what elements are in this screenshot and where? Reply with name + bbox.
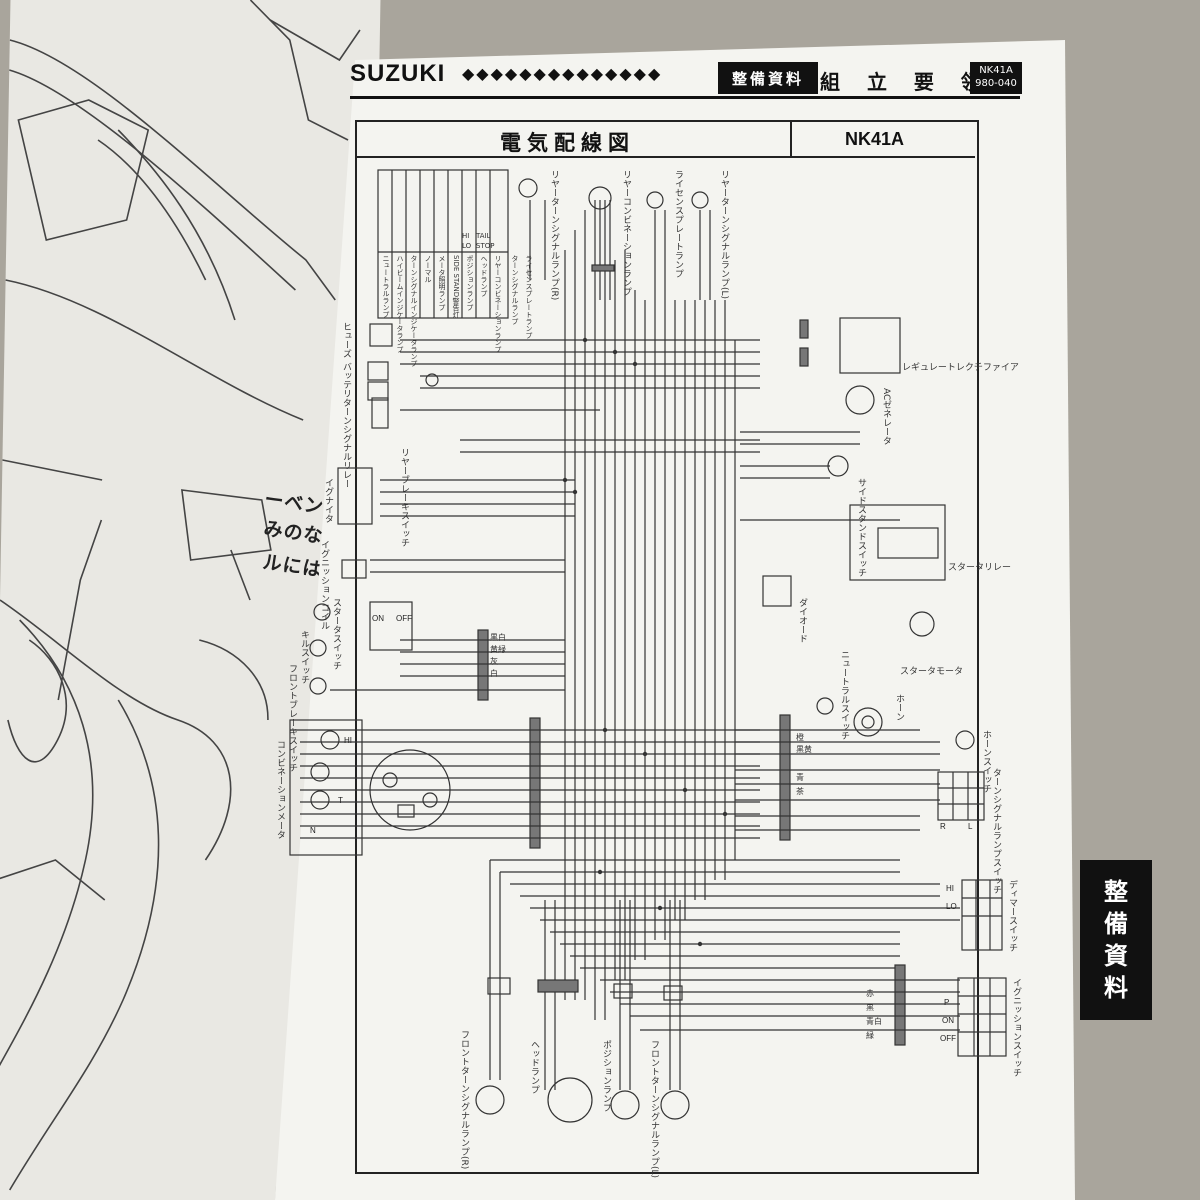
dimmer-hi-label: HI bbox=[946, 884, 954, 893]
ign-off-label: OFF bbox=[940, 1034, 956, 1043]
diagram-title: 電気配線図 bbox=[500, 131, 635, 155]
label-combination-meter: コンビネーションメータ bbox=[275, 740, 285, 839]
wire-color-label: 緑 bbox=[866, 1031, 874, 1040]
section-side-tab: 整 備 資 料 bbox=[1080, 860, 1152, 1020]
title-divider bbox=[790, 120, 792, 156]
label-dimmer-switch: ディマースイッチ bbox=[1007, 880, 1017, 952]
label-ignition-coil: イグニッションコイル bbox=[319, 540, 329, 630]
label-rear-turn-r: リヤーターンシグナルランプ(R) bbox=[549, 170, 559, 301]
wire-color-label: 黒 bbox=[866, 1003, 874, 1012]
wire-color-label: 黒黄 bbox=[796, 745, 812, 754]
label-turn-switch: ターンシグナルランプスイッチ bbox=[991, 768, 1001, 894]
section-title: 組 立 要 領 bbox=[820, 70, 991, 94]
label-side-stand-switch: サイドスタンドスイッチ bbox=[856, 478, 866, 577]
turn-r-label: R bbox=[940, 822, 946, 831]
legend-row: ヘッドランプ bbox=[480, 255, 488, 297]
legend-row: ハイビームインジケータランプ bbox=[396, 255, 404, 353]
legend-spec-stop: STOP bbox=[476, 242, 495, 250]
meter-hi-label: HI bbox=[344, 736, 352, 745]
kill-off-label: OFF bbox=[396, 614, 412, 623]
meter-n-label: N bbox=[310, 826, 316, 835]
wire-color-label: 赤 bbox=[866, 989, 874, 998]
label-turn-relay: ターンシグナルリレー bbox=[341, 398, 351, 488]
label-rear-combination: リヤーコンビネーションランプ bbox=[621, 170, 631, 296]
doc-number: 980-040 bbox=[975, 78, 1017, 89]
side-tab-char: 備 bbox=[1104, 910, 1128, 938]
label-igniter: イグナイタ bbox=[323, 478, 333, 523]
label-neutral-switch: ニュートラルスイッチ bbox=[839, 650, 849, 740]
legend-row: ニュートラルランプ bbox=[382, 255, 390, 318]
side-tab-char: 整 bbox=[1104, 878, 1128, 906]
label-license-lamp: ライセンスプレートランプ bbox=[673, 170, 683, 278]
kill-on-label: ON bbox=[372, 614, 384, 623]
header-diamonds: ◆◆◆◆◆◆◆◆◆◆◆◆◆◆ bbox=[462, 64, 663, 83]
label-rear-turn-l: リヤーターンシグナルランプ(L) bbox=[719, 170, 729, 300]
legend-table bbox=[377, 169, 509, 319]
label-starter-relay: スタータリレー bbox=[948, 563, 1012, 573]
label-battery: バッテリ bbox=[341, 362, 351, 398]
legend-row: ポジションランプ bbox=[466, 255, 474, 311]
diagram-frame bbox=[355, 120, 979, 1174]
legend-spec-tail: TAIL bbox=[476, 232, 491, 240]
wire-color-label: 茶 bbox=[796, 787, 804, 796]
previous-page: ーベントホースの先端 みのないようにタン ルにはさむ bbox=[0, 0, 463, 1200]
label-kill-switch: キルスイッチ bbox=[299, 630, 309, 684]
model-code-box: NK41A 980-040 bbox=[970, 62, 1022, 94]
meter-t-label: T bbox=[338, 796, 343, 805]
ign-on-label: ON bbox=[942, 1016, 954, 1025]
assembly-illustration bbox=[0, 0, 361, 1191]
side-tab-char: 料 bbox=[1104, 974, 1128, 1002]
label-rear-brake-switch: リヤーブレーキスイッチ bbox=[399, 448, 409, 547]
legend-spec-hi: HI bbox=[462, 232, 470, 240]
turn-l-label: L bbox=[968, 822, 973, 831]
label-ac-generator: ACゼネレータ bbox=[881, 388, 891, 446]
section-label: 整備資料 bbox=[718, 62, 818, 94]
diagram-title-row bbox=[355, 120, 975, 158]
label-headlamp: ヘッドランプ bbox=[529, 1040, 539, 1094]
label-front-brake-switch: フロントブレーキスイッチ bbox=[287, 664, 297, 772]
label-diode: ダイオード bbox=[797, 598, 807, 643]
label-starter-motor: スタータモータ bbox=[900, 667, 964, 677]
wire-color-label: 黄緑 bbox=[490, 645, 506, 654]
wire-color-label: 白 bbox=[490, 669, 498, 678]
wire-color-label: 灰 bbox=[490, 657, 498, 666]
dimmer-lo-label: LO bbox=[946, 902, 957, 911]
legend-row: SIDE STAND警告灯 bbox=[452, 255, 460, 319]
legend-row: ターンシグナルインジケータランプ bbox=[410, 255, 418, 367]
model-code: NK41A bbox=[979, 65, 1013, 76]
side-tab-char: 資 bbox=[1104, 942, 1128, 970]
legend-row: ノーマル bbox=[424, 255, 432, 283]
legend-spec-lo: LO bbox=[462, 242, 472, 250]
brand-logo: SUZUKI bbox=[350, 60, 446, 87]
label-position-lamp: ポジションランプ bbox=[601, 1040, 611, 1112]
wire-color-label: 青白 bbox=[866, 1017, 882, 1026]
legend-row: リヤーコンビネーションランプ bbox=[494, 255, 502, 353]
header-rule bbox=[350, 62, 1020, 99]
legend-row: ターンシグナルランプ bbox=[511, 255, 519, 325]
legend-row: メータ照明ランプ bbox=[438, 255, 446, 311]
label-ignition-switch: イグニッションスイッチ bbox=[1011, 978, 1021, 1077]
label-front-turn-r: フロントターンシグナルランプ(R) bbox=[459, 1030, 469, 1170]
diagram-model: NK41A bbox=[845, 129, 905, 149]
label-horn-switch: ホーンスイッチ bbox=[981, 730, 991, 793]
label-horn: ホーン bbox=[894, 694, 904, 721]
label-regulator: レギュレートレクチファイア bbox=[902, 363, 1019, 373]
label-front-turn-l: フロントターンシグナルランプ(L) bbox=[649, 1040, 659, 1179]
wire-color-label: 青 bbox=[796, 773, 804, 782]
label-starter-switch: スタータスイッチ bbox=[331, 598, 341, 670]
wire-color-label: 橙 bbox=[796, 733, 804, 742]
ign-p-label: P bbox=[944, 998, 950, 1007]
label-fuse: ヒューズ bbox=[341, 322, 351, 358]
legend-row: ライセンスプレートランプ bbox=[525, 255, 533, 339]
wire-color-label: 黒白 bbox=[490, 633, 506, 642]
